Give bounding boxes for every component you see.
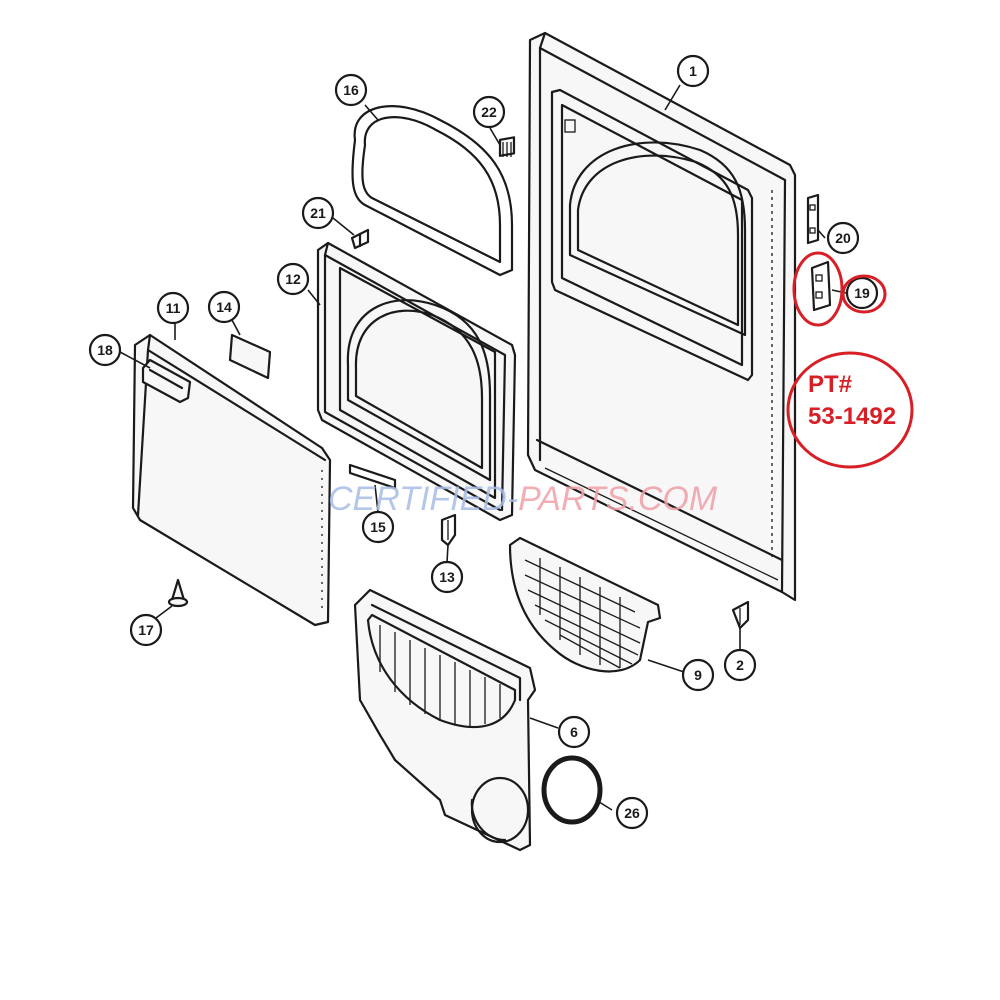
part-gasket-ring — [541, 755, 603, 825]
lint-housing-grille — [379, 625, 501, 726]
part-lint-housing — [353, 588, 537, 852]
part-hinge-20 — [806, 193, 820, 245]
part-bracket-2 — [731, 600, 750, 630]
callout-label: 16 — [343, 82, 359, 98]
callout-label: 11 — [166, 300, 181, 316]
callout-1: 1 — [676, 54, 710, 88]
callout-16: 16 — [334, 73, 368, 107]
highlight-label-line1: PT# — [808, 371, 852, 398]
callout-2: 2 — [723, 648, 757, 682]
callout-label: 6 — [570, 724, 578, 740]
callout-19: 19 — [845, 276, 879, 310]
callout-13: 13 — [430, 560, 464, 594]
part-pad-14 — [228, 333, 272, 380]
callout-11: 11 — [156, 291, 190, 325]
callout-20: 20 — [826, 221, 860, 255]
callout-label: 15 — [370, 519, 386, 535]
watermark-part1: CERTIFIED- — [328, 480, 518, 518]
watermark: CERTIFIED-PARTS.COM — [328, 480, 718, 518]
callout-label: 19 — [854, 285, 870, 301]
callout-26: 26 — [615, 796, 649, 830]
callout-18: 18 — [88, 333, 122, 367]
highlight-ring-part — [792, 251, 844, 327]
watermark-text: CERTIFIED-PARTS.COM — [328, 480, 718, 518]
callout-label: 21 — [310, 205, 326, 221]
callout-label: 26 — [624, 805, 640, 821]
part-bracket-21 — [350, 228, 370, 250]
callout-label: 12 — [285, 271, 301, 287]
callout-14: 14 — [207, 290, 241, 324]
callout-label: 17 — [138, 622, 154, 638]
callout-label: 1 — [689, 63, 697, 79]
part-plug-17 — [167, 578, 189, 608]
callout-9: 9 — [681, 658, 715, 692]
callout-label: 22 — [481, 104, 497, 120]
part-door-handle — [141, 358, 192, 404]
part-clip-22 — [498, 136, 516, 157]
callout-label: 13 — [439, 569, 455, 585]
part-strip-15 — [348, 463, 397, 490]
callout-15: 15 — [361, 510, 395, 544]
watermark-part2: PARTS.COM — [518, 480, 718, 518]
callout-21: 21 — [301, 196, 335, 230]
part-lint-screen — [508, 536, 662, 673]
callout-label: 20 — [835, 230, 851, 246]
callout-17: 17 — [129, 613, 163, 647]
callout-label: 14 — [216, 299, 232, 315]
part-hinge-13 — [440, 513, 457, 547]
highlight-ring-callout — [841, 274, 887, 314]
lint-screen-mesh — [524, 558, 641, 669]
part-door-outer-panel — [526, 31, 797, 602]
part-window-gasket — [351, 105, 514, 277]
callout-label: 18 — [97, 342, 113, 358]
callout-12: 12 — [276, 262, 310, 296]
highlight-annotation: PT# 53-1492 — [786, 251, 914, 469]
part-hinge-19 — [810, 260, 832, 312]
leader-lines — [119, 84, 847, 811]
callout-label: 2 — [736, 657, 744, 673]
part-inner-door-frame — [316, 241, 517, 522]
callout-label: 9 — [694, 667, 702, 683]
callout-6: 6 — [557, 715, 591, 749]
highlight-ring-label — [786, 351, 914, 469]
highlight-label-line2: 53-1492 — [808, 403, 896, 430]
callout-22: 22 — [472, 95, 506, 129]
